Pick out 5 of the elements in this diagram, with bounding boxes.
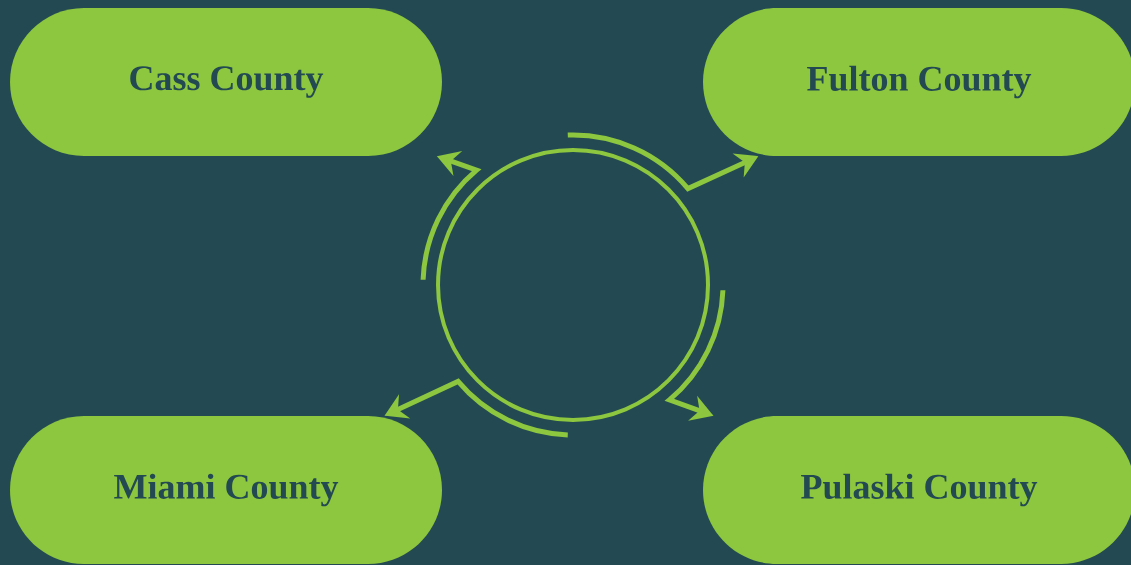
ring xyxy=(436,148,710,422)
county-pill: Fulton County xyxy=(703,8,1131,156)
county-pill: Miami County xyxy=(10,416,442,564)
county-pill: Pulaski County xyxy=(703,416,1131,564)
county-pill: Cass County xyxy=(10,8,442,156)
